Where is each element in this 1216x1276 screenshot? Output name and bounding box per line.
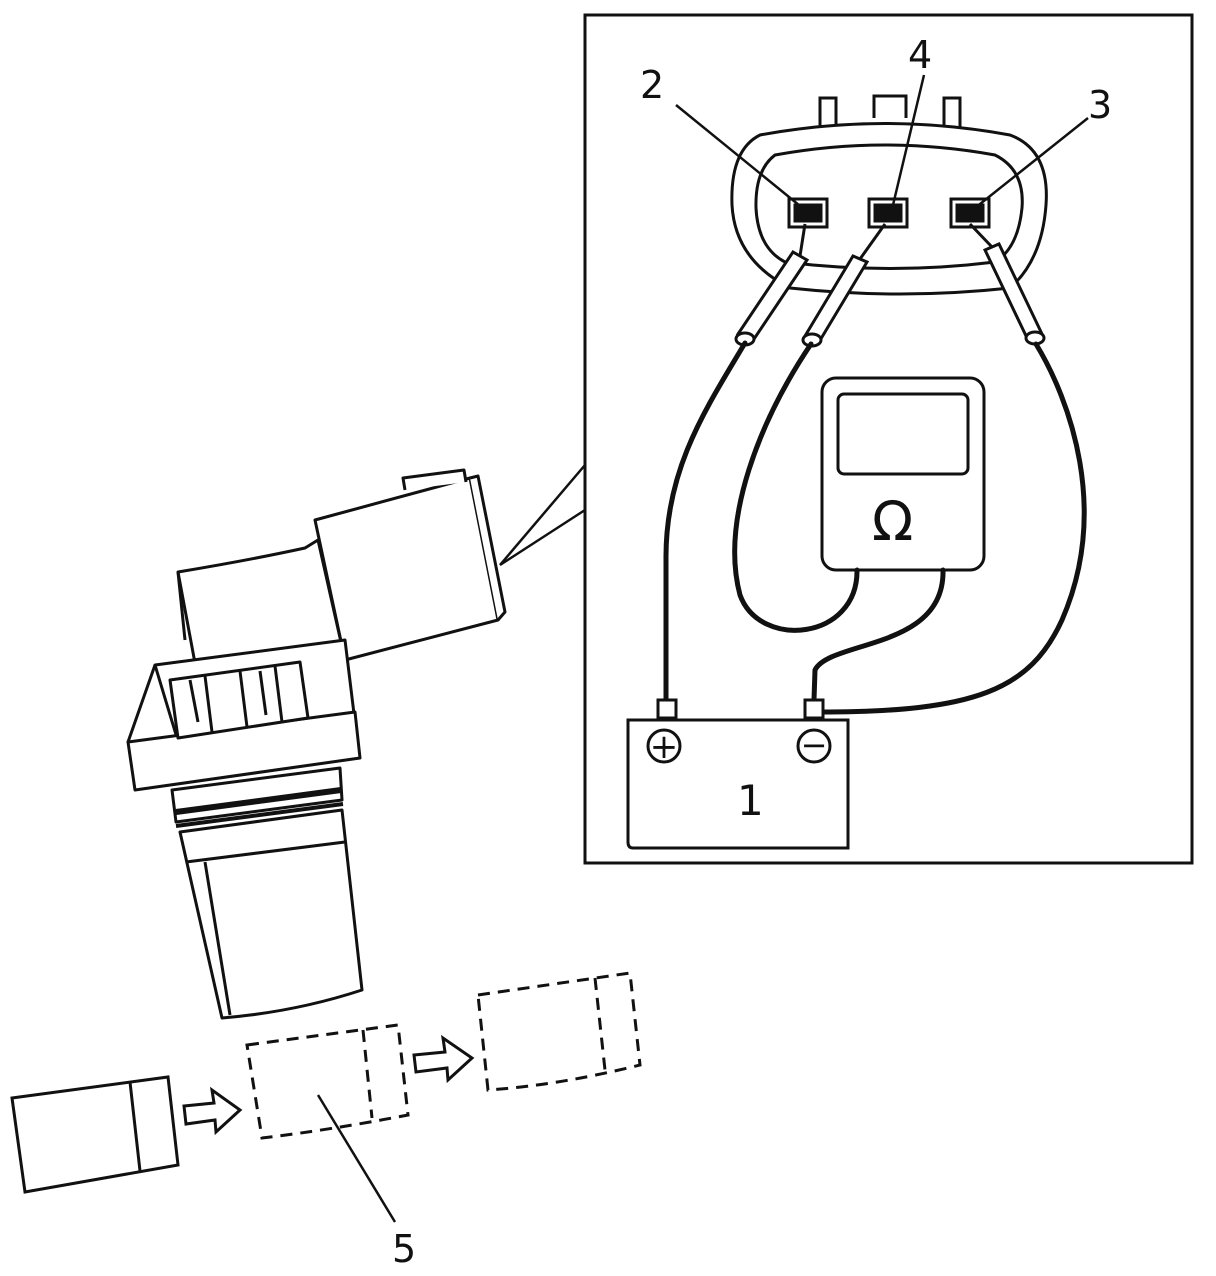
callout-2: 2 [640, 63, 664, 107]
battery-negative-post [803, 698, 825, 720]
positive-terminal-icon [646, 728, 682, 764]
inset-leader-lines [499, 464, 586, 567]
callout-4: 4 [908, 33, 932, 77]
callout-3: 3 [1088, 83, 1112, 127]
callout-5: 5 [392, 1227, 416, 1271]
callout-leaders [675, 74, 1089, 211]
negative-symbol: − [801, 726, 828, 764]
battery-positive-post [656, 698, 678, 720]
ohm-symbol: Ω [872, 490, 913, 553]
magnet-dashed-position-2 [476, 971, 642, 1092]
callout-5-leader [316, 1094, 397, 1223]
ohmmeter-display [836, 392, 970, 476]
move-arrow-icon [412, 1034, 475, 1084]
ohmmeter [820, 376, 986, 572]
callout-1: 1 [737, 776, 764, 825]
test-probes [734, 222, 1046, 348]
camshaft-sensor [126, 468, 507, 1020]
battery [626, 698, 850, 850]
steel-magnet [10, 1075, 180, 1194]
negative-terminal-icon [796, 728, 832, 764]
move-arrow-icon [182, 1086, 243, 1136]
positive-symbol: + [650, 727, 679, 767]
magnet-dashed-position-1 [245, 1023, 410, 1140]
connector-terminals [787, 197, 991, 229]
test-wires [663, 340, 1087, 715]
